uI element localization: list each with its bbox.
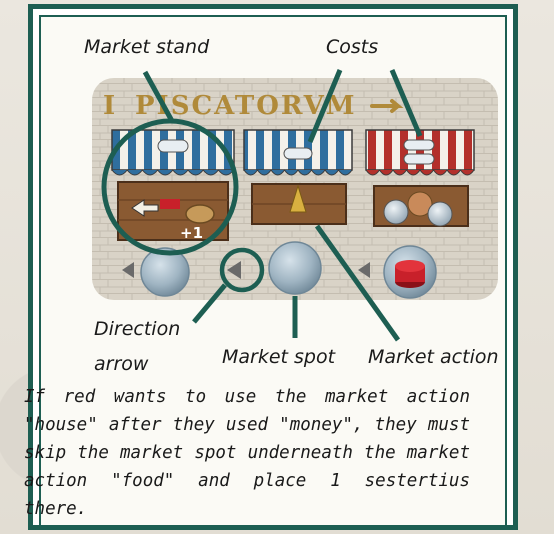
- leader-costs-1: [307, 69, 343, 143]
- coin-icon: [383, 199, 409, 225]
- red-house-token: [395, 260, 425, 288]
- board-title-prefix: I: [103, 91, 115, 121]
- label-direction-arrow-line2: arrow: [94, 353, 149, 375]
- market-stall-2: [243, 129, 353, 225]
- market-spot-1: [140, 247, 190, 297]
- label-market-spot: Market spot: [222, 346, 336, 368]
- leader-costs-2: [389, 69, 423, 137]
- leader-market-action: [314, 224, 401, 342]
- market-stall-3: [365, 129, 475, 227]
- direction-arrow-icon-2: [227, 261, 241, 279]
- direction-arrow-icon-3: [358, 262, 370, 278]
- leader-market-stand: [142, 70, 175, 123]
- wheat-icon: [289, 184, 307, 213]
- direction-arrow-highlight: [219, 247, 265, 293]
- direction-arrow-icon-1: [122, 262, 134, 278]
- leader-direction-arrow: [192, 283, 227, 324]
- market-spot-2: [268, 241, 322, 295]
- label-direction-arrow-line1: Direction: [94, 318, 181, 340]
- label-market-action: Market action: [368, 346, 499, 368]
- stall-bonus: +1: [180, 224, 203, 242]
- market-stall-1: +1: [111, 129, 235, 242]
- title-arrow-icon: [370, 99, 404, 113]
- label-costs: Costs: [326, 36, 379, 58]
- rule-caption: If red wants to use the market action "h…: [24, 387, 470, 519]
- label-market-stand: Market stand: [84, 36, 210, 58]
